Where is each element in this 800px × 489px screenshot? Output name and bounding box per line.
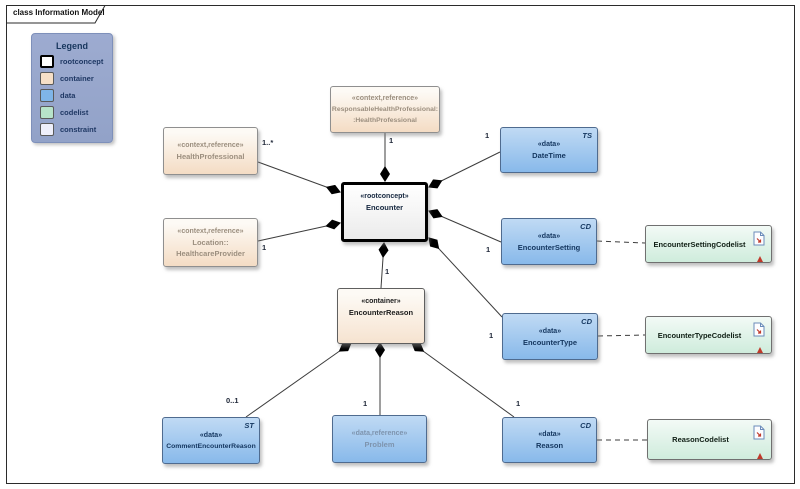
multiplicity-label: 1 [389, 136, 394, 145]
stereotype-label: «data» [538, 431, 561, 438]
node-encounter-setting-codelist[interactable]: EncounterSettingCodelist [645, 225, 772, 263]
multiplicity-label: 1 [489, 331, 494, 340]
diagram-frame [6, 5, 795, 484]
node-responsable-health-professional[interactable]: «context,reference» ResponsableHealthPro… [330, 86, 440, 133]
datatype-tag: TS [582, 131, 592, 140]
legend-item-label: container [60, 74, 94, 83]
node-name: ResponsableHealthProfessional: [331, 106, 439, 113]
node-name: HealthcareProvider [176, 249, 245, 258]
legend-item-label: rootconcept [60, 57, 104, 66]
frame-title: class Information Model [13, 8, 105, 17]
node-encounter-setting[interactable]: CD «data» EncounterSetting [501, 218, 597, 265]
multiplicity-label: 0..1 [226, 396, 239, 405]
edge-healthcareprovider-encounter[interactable] [257, 219, 341, 242]
node-name: EncounterSetting [517, 242, 581, 252]
datatype-tag: CD [580, 222, 591, 231]
edge-encountersetting-codelist[interactable] [596, 240, 646, 244]
legend-item-container: container [40, 72, 112, 85]
multiplicity-label: 1 [486, 245, 491, 254]
stereotype-label: «rootconcept» [360, 193, 409, 200]
node-encounter-reason[interactable]: «container» EncounterReason [337, 288, 425, 344]
legend-item-label: codelist [60, 108, 89, 117]
legend-item-rootconcept: rootconcept [40, 55, 112, 68]
node-name: Problem [364, 440, 395, 449]
node-encounter[interactable]: «rootconcept» Encounter [341, 182, 428, 242]
node-comment-encounter-reason[interactable]: ST «data» CommentEncounterReason [162, 417, 260, 464]
node-name: EncounterSettingCodelist [653, 239, 746, 249]
frame-tab [6, 5, 106, 24]
edge-datetime-encounter[interactable] [428, 151, 501, 189]
multiplicity-label: 1 [516, 399, 521, 408]
stereotype-label: «data» [537, 141, 561, 148]
multiplicity-label: 1 [363, 399, 368, 408]
stereotype-label: «context,reference» [351, 95, 419, 102]
edge-healthprofessional-encounter[interactable] [257, 161, 341, 195]
node-name: ReasonCodelist [672, 435, 729, 444]
legend-item-label: constraint [60, 125, 97, 134]
multiplicity-label: 1 [485, 131, 490, 140]
stereotype-label: «container» [361, 298, 401, 305]
node-name: Reason [535, 441, 564, 450]
red-triangle-icon [757, 343, 763, 353]
node-name: CommentEncounterReason [166, 442, 256, 450]
node-name: HealthProfessional [176, 152, 245, 161]
datatype-tag: CD [581, 317, 592, 326]
node-encounter-type-codelist[interactable]: EncounterTypeCodelist [645, 316, 772, 354]
stereotype-label: «context,reference» [177, 142, 244, 149]
node-name: Location:: [192, 238, 229, 247]
node-reason-codelist[interactable]: ReasonCodelist [647, 419, 772, 460]
stereotype-label: «data» [537, 232, 561, 240]
datatype-tag: CD [580, 421, 591, 430]
multiplicity-label: 1 [262, 243, 267, 252]
node-name: EncounterType [522, 337, 578, 347]
edge-encounterreason-encounter[interactable] [378, 242, 389, 289]
stereotype-label: «context,reference» [177, 228, 244, 235]
legend[interactable]: Legend rootconcept container data codeli… [31, 33, 113, 143]
node-name: EncounterTypeCodelist [657, 330, 742, 340]
edge-reason-encounterreason[interactable] [411, 342, 515, 418]
node-encounter-type[interactable]: CD «data» EncounterType [502, 313, 598, 360]
node-name: :HealthProfessional [353, 117, 417, 124]
stereotype-label: «data» [199, 431, 223, 439]
stereotype-label: «data,reference» [351, 430, 408, 437]
data-swatch [40, 89, 54, 102]
red-triangle-icon [757, 252, 763, 262]
node-name: DateTime [532, 151, 566, 160]
container-swatch [40, 72, 54, 85]
red-triangle-icon [757, 449, 763, 459]
codelist-swatch [40, 106, 54, 119]
node-datetime[interactable]: TS «data» DateTime [500, 127, 598, 173]
constraint-swatch [40, 123, 54, 136]
node-health-professional[interactable]: «context,reference» HealthProfessional [163, 127, 258, 175]
document-icon [753, 231, 765, 246]
legend-item-label: data [60, 91, 76, 100]
document-icon [753, 425, 765, 440]
legend-item-codelist: codelist [40, 106, 112, 119]
legend-title: Legend [55, 41, 88, 51]
document-icon [753, 322, 765, 337]
edge-comment-encounterreason[interactable] [245, 342, 352, 418]
legend-item-data: data [40, 89, 112, 102]
rootconcept-swatch [40, 55, 54, 68]
datatype-tag: ST [244, 421, 254, 430]
stereotype-label: «data» [538, 327, 562, 335]
multiplicity-label: 1..* [262, 138, 274, 147]
node-name: EncounterReason [348, 308, 414, 317]
legend-item-constraint: constraint [40, 123, 112, 136]
node-problem[interactable]: «data,reference» Problem [332, 415, 427, 463]
edge-encountersetting-encounter[interactable] [428, 209, 502, 243]
node-name: Encounter [365, 203, 404, 212]
multiplicity-label: 1 [385, 267, 390, 276]
node-healthcare-provider[interactable]: «context,reference» Location:: Healthcar… [163, 218, 258, 267]
edge-encountertype-encounter[interactable] [428, 237, 503, 318]
edge-encountertype-codelist[interactable] [597, 334, 646, 337]
node-reason[interactable]: CD «data» Reason [502, 417, 597, 463]
